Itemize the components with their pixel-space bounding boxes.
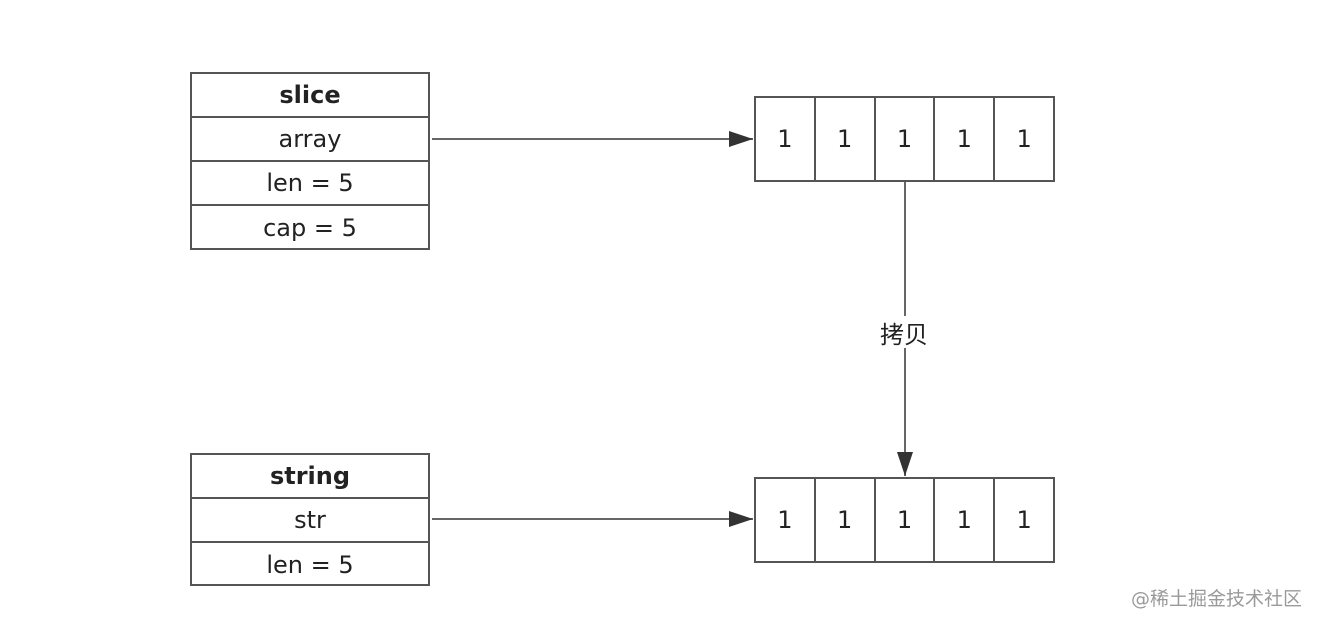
slice-array-field: array [192,118,428,162]
array-cell: 1 [935,479,996,561]
array-cell: 1 [935,98,996,180]
string-len-field: len = 5 [266,551,354,579]
array-cell: 1 [1016,506,1032,534]
string-header: string [192,455,428,499]
slice-backing-array: 1 1 1 1 1 [754,96,1055,182]
array-cell: 1 [876,98,936,180]
string-str-field: str [192,499,428,543]
array-cell: 1 [756,98,816,180]
watermark: @稀土掘金技术社区 [1130,588,1302,610]
slice-header: slice [192,74,428,118]
string-backing-array: 1 1 1 1 1 [754,477,1055,563]
string-struct: string str len = 5 [190,453,430,586]
array-cell: 1 [756,479,816,561]
array-cell: 1 [1016,125,1032,153]
slice-len-field: len = 5 [192,162,428,206]
array-cell: 1 [876,479,936,561]
copy-label: 拷贝 [862,316,946,349]
slice-cap-field: cap = 5 [263,214,357,242]
array-cell: 1 [816,98,876,180]
slice-struct: slice array len = 5 cap = 5 [190,72,430,250]
array-cell: 1 [816,479,876,561]
